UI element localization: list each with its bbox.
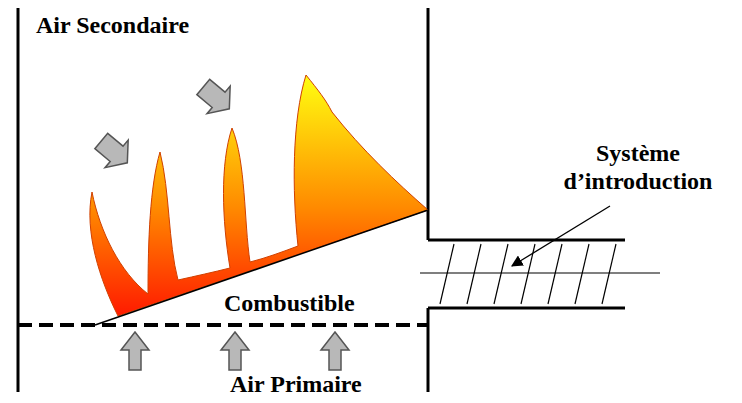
screw-thread	[602, 244, 616, 304]
screw-thread	[575, 244, 589, 304]
screw-thread	[548, 244, 562, 304]
primary-air-arrow	[121, 332, 349, 370]
grate	[18, 323, 428, 327]
secondary-air-arrow	[90, 73, 241, 176]
chamber-wall	[18, 8, 625, 392]
leader-line	[512, 206, 610, 266]
screw-thread	[494, 244, 508, 304]
secondary-air-label: Air Secondaire	[36, 12, 189, 40]
flame	[90, 75, 428, 316]
screw-thread	[467, 244, 481, 304]
fuel-bed	[95, 210, 428, 325]
feed-system-label: Système d’introduction	[538, 140, 738, 195]
screw-axis	[420, 272, 660, 273]
screw-thread	[440, 244, 454, 304]
primary-air-label: Air Primaire	[228, 371, 364, 399]
fuel-label: Combustible	[222, 290, 357, 318]
screw-thread	[440, 244, 616, 304]
